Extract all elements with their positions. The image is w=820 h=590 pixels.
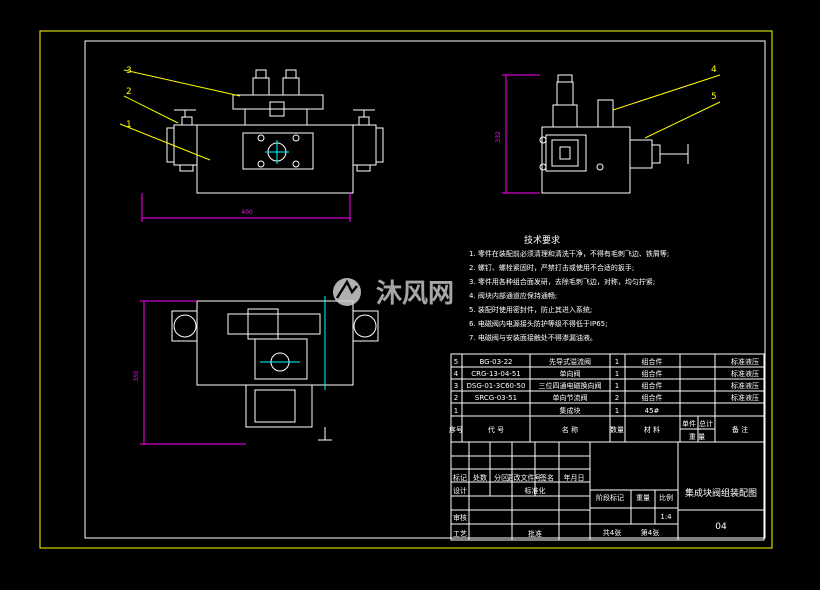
svg-text:组合件: 组合件 [642, 393, 663, 402]
total-sheets: 共4张 [603, 528, 621, 537]
svg-text:代 号: 代 号 [488, 425, 504, 434]
svg-text:1: 1 [454, 407, 458, 415]
sheet-number: 第4张 [641, 528, 659, 537]
label-stage: 阶段标记 [596, 493, 624, 502]
inner-frame [84, 40, 766, 539]
svg-text:组合件: 组合件 [642, 381, 663, 390]
svg-text:1: 1 [615, 370, 619, 378]
label-mark: 标记 [453, 473, 467, 482]
svg-text:数量: 数量 [610, 425, 624, 434]
svg-text:标准液压: 标准液压 [731, 357, 759, 366]
callout-3: 3 [126, 66, 132, 76]
svg-text:3: 3 [454, 382, 458, 390]
callout-2: 2 [126, 87, 132, 97]
svg-text:名 称: 名 称 [562, 425, 578, 434]
svg-text:标准液压: 标准液压 [731, 393, 759, 402]
svg-text:1: 1 [615, 382, 619, 390]
drawing-number: 04 [715, 522, 727, 532]
side-dimension: 332 [495, 74, 540, 194]
svg-text:5: 5 [454, 358, 458, 366]
svg-text:集成块: 集成块 [560, 406, 581, 415]
bom-row: 5 BG-03-22 先导式溢流阀 1 组合件 标准液压 [454, 357, 759, 366]
label-weight: 重量 [636, 494, 650, 502]
bom-header: 序号 代 号 名 称 数量 材 料 单件 总计 重 量 备 注 [449, 419, 748, 441]
scale-value: 1:4 [660, 513, 672, 521]
bom-grid [450, 353, 765, 443]
svg-text:2: 2 [615, 394, 619, 402]
plan-height-dimension: 350 [133, 370, 140, 382]
svg-text:SRCG-03-51: SRCG-03-51 [475, 394, 517, 402]
svg-text:1: 1 [615, 407, 619, 415]
callout-4: 4 [711, 65, 717, 75]
svg-text:三位四通电磁换向阀: 三位四通电磁换向阀 [539, 381, 602, 390]
label-scale: 比例 [659, 493, 673, 502]
front-width-dimension: 400 [241, 209, 253, 216]
svg-text:2: 2 [454, 394, 458, 402]
svg-text:总计: 总计 [699, 419, 713, 428]
svg-text:单向节流阀: 单向节流阀 [553, 393, 588, 402]
svg-text:重 量: 重 量 [689, 433, 705, 441]
plan-dimension: 350 [133, 300, 246, 445]
tech-requirement-4: 4. 阀块内部通道应保持通畅; [469, 291, 557, 300]
tech-requirement-6: 6. 电磁阀内电源接头防护等级不得低于IP65; [469, 319, 607, 328]
side-view [539, 74, 689, 194]
bom-row: 2 SRCG-03-51 单向节流阀 2 组合件 标准液压 [454, 393, 759, 402]
callout-1: 1 [126, 120, 132, 130]
tech-requirement-1: 1. 零件在装配前必须清理和清洗干净，不得有毛刺飞边、铁屑等; [469, 249, 669, 258]
plan-view [171, 296, 379, 441]
tech-requirement-3: 3. 零件用各种组合面发研，去除毛刺飞边，对称，均匀拧紧; [469, 277, 655, 286]
label-signature: 签名 [540, 473, 554, 482]
watermark: 沐风网 [333, 278, 454, 309]
svg-text:1: 1 [615, 358, 619, 366]
outer-frame [39, 30, 773, 549]
bom-row: 1 集成块 1 45# [454, 406, 660, 415]
label-process: 工艺 [453, 530, 467, 538]
svg-text:材 料: 材 料 [644, 425, 660, 434]
bom-row: 4 CRG-13-04-51 单向阀 1 组合件 标准液压 [454, 369, 759, 378]
bom-row: 3 DSG-01-3C60-50 三位四通电磁换向阀 1 组合件 标准液压 [454, 381, 759, 390]
tech-requirement-7: 7. 电磁阀与安装面接触处不得渗漏油液。 [469, 333, 597, 342]
label-change-doc: 更改文件号 [507, 473, 542, 482]
title-block-grid [450, 441, 765, 541]
label-zone: 分区 [494, 473, 508, 482]
svg-text:单向阀: 单向阀 [560, 369, 581, 378]
label-date: 年月日 [564, 473, 585, 482]
label-count: 处数 [473, 473, 487, 482]
svg-text:CRG-13-04-51: CRG-13-04-51 [471, 370, 520, 378]
svg-text:先导式溢流阀: 先导式溢流阀 [549, 357, 591, 366]
leader-lines [119, 69, 721, 161]
svg-text:标准液压: 标准液压 [731, 381, 759, 390]
label-standardization: 标准化 [525, 486, 546, 495]
label-design: 设计 [453, 486, 467, 495]
tech-requirement-5: 5. 装配时使用密封件，防止其进入系统; [469, 305, 592, 314]
tech-requirements-title: 技术要求 [524, 234, 560, 246]
front-view [166, 69, 384, 194]
label-approve: 批准 [528, 529, 542, 538]
watermark-logo-icon [333, 278, 361, 306]
svg-text:BG-03-22: BG-03-22 [480, 358, 513, 366]
svg-text:4: 4 [454, 370, 459, 378]
svg-text:45#: 45# [645, 407, 660, 415]
watermark-text: 沐风网 [376, 279, 454, 309]
svg-text:备 注: 备 注 [732, 425, 748, 434]
svg-text:序号: 序号 [449, 425, 463, 434]
svg-text:组合件: 组合件 [642, 369, 663, 378]
front-dimension: 400 [141, 193, 351, 222]
svg-text:DSG-01-3C60-50: DSG-01-3C60-50 [467, 382, 526, 390]
callout-5: 5 [711, 92, 717, 102]
svg-text:组合件: 组合件 [642, 357, 663, 366]
svg-text:标准液压: 标准液压 [731, 369, 759, 378]
svg-text:单件: 单件 [682, 419, 696, 428]
drawing-title: 集成块阀组装配图 [685, 487, 757, 499]
side-height-dimension: 332 [495, 131, 502, 143]
tech-requirement-2: 2. 螺钉、螺栓紧固时，严禁打击或使用不合适的扳手; [469, 263, 634, 272]
label-review: 审核 [453, 513, 467, 522]
